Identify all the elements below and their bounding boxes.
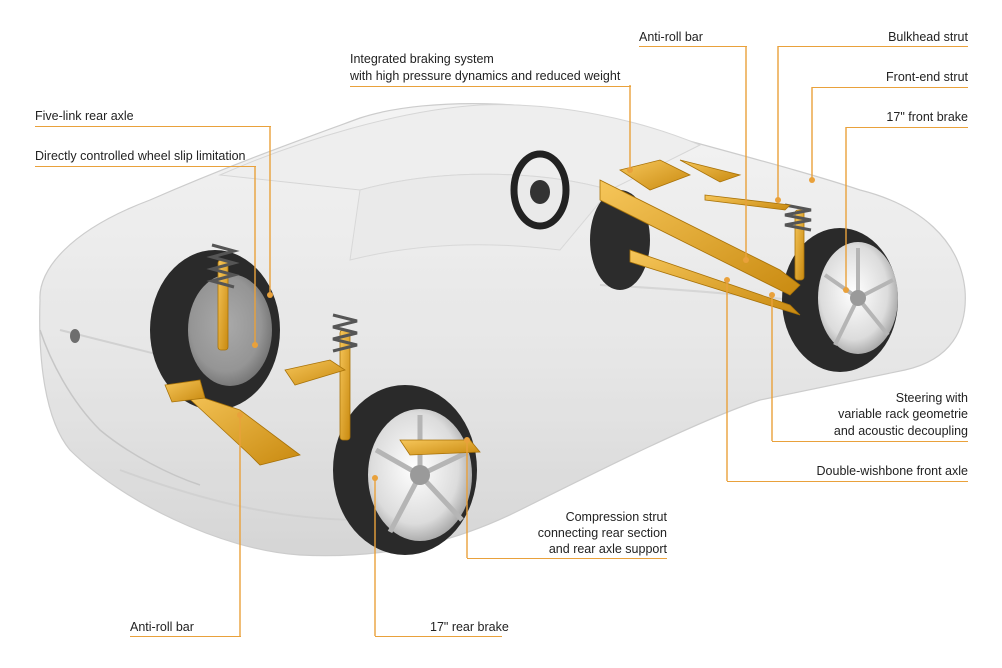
label-compression-line2: connecting rear section	[537, 526, 667, 540]
underline-compression	[467, 558, 667, 559]
label-braking-line1: Integrated braking system	[350, 52, 494, 66]
underline-rear-brake	[375, 636, 502, 637]
label-anti-roll-front: Anti-roll bar	[639, 30, 703, 44]
label-steering-line2: variable rack geometrie	[838, 407, 968, 421]
underline-anti-roll-rear	[130, 636, 241, 637]
label-double-wishbone: Double-wishbone front axle	[816, 464, 968, 478]
underline-wheel-slip	[35, 166, 256, 167]
underline-anti-roll-front	[639, 46, 747, 47]
steering-wheel	[510, 150, 570, 230]
underline-front-end	[812, 87, 968, 88]
chassis-components	[164, 159, 812, 466]
label-front-brake: 17" front brake	[886, 110, 968, 124]
label-compression-line3: and rear axle support	[548, 542, 667, 556]
underline-five-link	[35, 126, 271, 127]
label-front-end-strut: Front-end strut	[886, 70, 968, 84]
label-rear-brake: 17" rear brake	[430, 620, 509, 634]
leader-lines	[237, 46, 849, 636]
label-compression-line1: Compression strut	[565, 510, 667, 524]
underline-bulkhead	[778, 46, 968, 47]
underline-steering	[772, 441, 968, 442]
label-anti-roll-rear: Anti-roll bar	[130, 620, 194, 634]
underline-double-wishbone	[727, 481, 968, 482]
label-five-link-rear-axle: Five-link rear axle	[35, 109, 134, 123]
rear-left-wheel	[150, 250, 280, 410]
front-right-wheel	[782, 228, 898, 372]
label-steering-line3: and acoustic decoupling	[833, 424, 968, 438]
label-bulkhead-strut: Bulkhead strut	[888, 30, 968, 44]
rear-right-wheel	[333, 385, 477, 555]
underline-front-brake	[846, 127, 968, 128]
label-wheel-slip: Directly controlled wheel slip limitatio…	[35, 149, 246, 163]
underline-braking	[350, 86, 631, 87]
label-steering-line1: Steering with	[895, 391, 968, 405]
label-braking-line2: with high pressure dynamics and reduced …	[350, 69, 621, 83]
